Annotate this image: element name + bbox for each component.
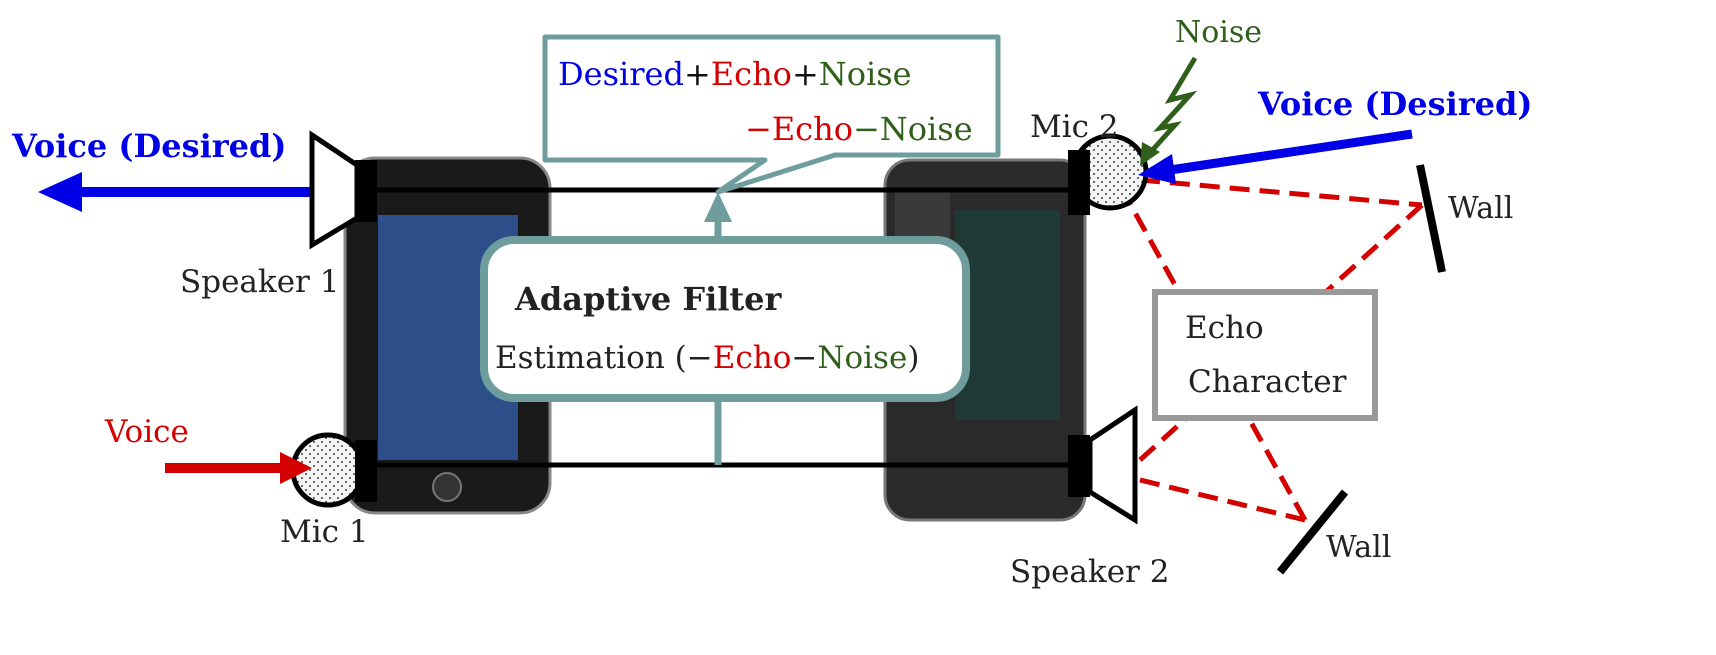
callout-line-2: −Echo−Noise xyxy=(745,110,973,148)
output-callout xyxy=(542,34,1001,195)
echo-box-line-2: Character xyxy=(1188,364,1347,400)
noise-zigzag-icon xyxy=(1140,56,1198,166)
speaker-2-label: Speaker 2 xyxy=(1010,554,1169,590)
echo-character-box xyxy=(1152,289,1378,421)
mic-2-label: Mic 2 xyxy=(1030,109,1119,145)
adaptive-filter-box xyxy=(480,236,970,402)
mic-2-icon xyxy=(1068,133,1149,215)
adaptive-filter-title: Adaptive Filter xyxy=(514,280,783,318)
left-voice-desired-label: Voice (Desired) xyxy=(11,127,287,165)
callout-line-1: Desired+Echo+Noise xyxy=(558,55,912,93)
echo-box-line-1: Echo xyxy=(1185,310,1264,346)
wall-bottom xyxy=(1276,489,1349,575)
wall-bottom-label: Wall xyxy=(1326,530,1391,565)
estimation-label: Estimation (−Echo−Noise) xyxy=(495,340,919,376)
voice-label: Voice xyxy=(104,414,189,450)
wall-top xyxy=(1416,164,1446,273)
wall-top-label: Wall xyxy=(1448,191,1513,226)
arrow-up-icon xyxy=(704,192,732,222)
voice-desired-out-arrow xyxy=(38,172,310,212)
speaker-1-label: Speaker 1 xyxy=(180,264,339,300)
voice-in-arrow xyxy=(165,452,312,484)
right-voice-desired-label: Voice (Desired) xyxy=(1257,85,1533,123)
speaker-1-icon xyxy=(309,130,377,250)
speaker-2-icon xyxy=(1068,405,1138,525)
voice-desired-in-arrow xyxy=(1138,129,1413,184)
mic-1-label: Mic 1 xyxy=(280,514,369,550)
noise-label: Noise xyxy=(1175,15,1262,50)
